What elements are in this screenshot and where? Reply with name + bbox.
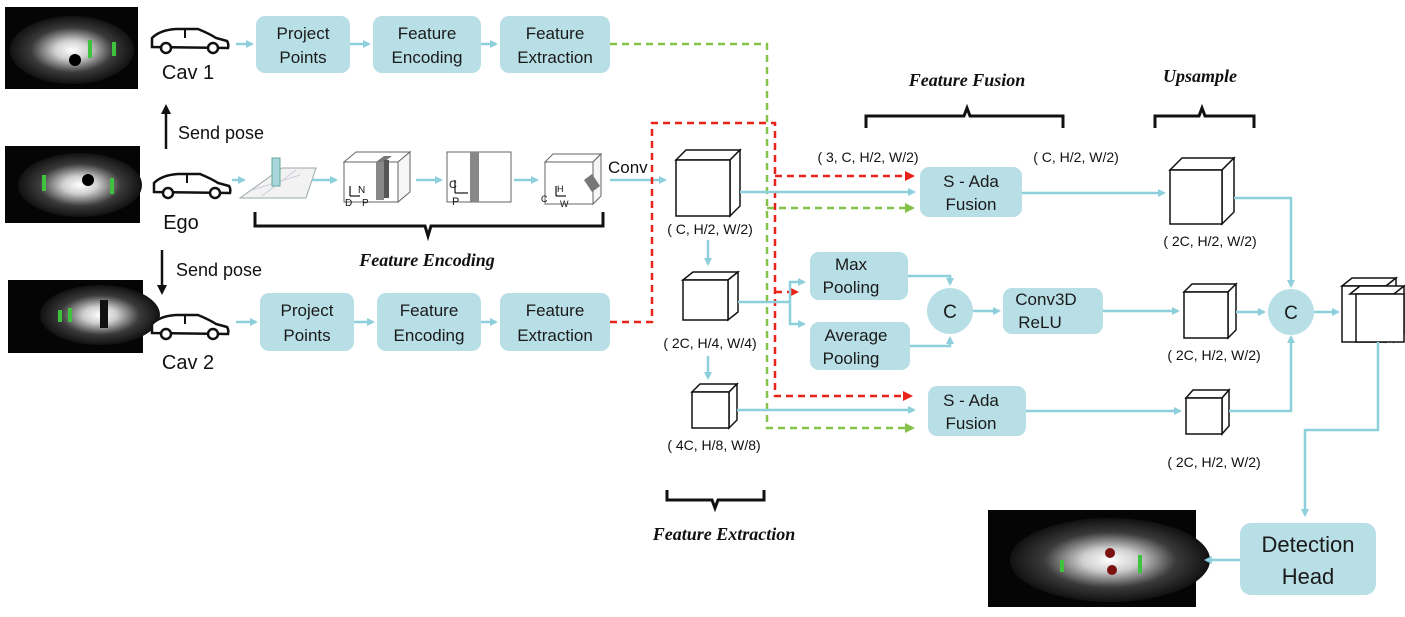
- axis-c-label: C: [449, 179, 457, 191]
- axis-w-label: W: [560, 199, 569, 209]
- upsample-cube-1: [1168, 156, 1236, 226]
- concat2-label: C: [1284, 303, 1298, 324]
- feature-extraction-label-cav2-l1: Feature: [526, 301, 585, 320]
- feature-extraction-box-cav1: [500, 16, 610, 73]
- project-points-label-cav1-l2: Points: [279, 48, 326, 67]
- axis-p2-label: P: [452, 196, 459, 208]
- cav2-label: Cav 2: [162, 352, 214, 374]
- point-grid-illustration: [238, 157, 317, 199]
- extraction-dim2: ( 2C, H/4, W/4): [663, 335, 756, 351]
- conv3d-relu-box: [1003, 288, 1103, 334]
- project-points-label-cav1-l1: Project: [277, 24, 330, 43]
- cube-c-h2-w2: [674, 148, 742, 218]
- concat-circle-2: [1268, 289, 1314, 335]
- feature-encoding-box-cav2: [377, 293, 481, 351]
- axis-p-label: P: [362, 198, 369, 209]
- lidar-image-cav1: [5, 7, 138, 89]
- pseudo-image-illustration: C H W: [541, 152, 603, 209]
- sada-top-l1: S - Ada: [943, 172, 999, 191]
- project-points-box-cav1: [256, 16, 350, 73]
- feature-encoding-label-cav2-l2: Encoding: [394, 326, 465, 345]
- sada-bottom-l2: Fusion: [945, 414, 996, 433]
- feature-extraction-brace: [665, 490, 766, 513]
- project-points-label-cav2-l1: Project: [281, 301, 334, 320]
- axis-h-label: H: [557, 184, 564, 194]
- upsample-cube-3: [1184, 388, 1231, 436]
- upsample-section-label: Upsample: [1163, 66, 1237, 86]
- axis-d-label: D: [345, 198, 352, 209]
- car-icon-ego: [152, 172, 232, 200]
- max-pooling-l2: Pooling: [823, 278, 880, 297]
- extraction-dim1: ( C, H/2, W/2): [667, 221, 753, 237]
- fusion-input-dim: ( 3, C, H/2, W/2): [817, 149, 918, 165]
- conv-label: Conv: [608, 158, 648, 177]
- pillar-tensor-illustration: D N P: [342, 150, 412, 209]
- upsample-cube-2: [1182, 282, 1238, 340]
- extraction-dim3: ( 4C, H/8, W/8): [667, 437, 760, 453]
- send-pose-down-label: Send pose: [176, 260, 262, 280]
- lidar-image-cav2: [8, 280, 160, 353]
- lidar-image-detection: [988, 510, 1210, 607]
- fusion-output-dim: ( C, H/2, W/2): [1033, 149, 1119, 165]
- axis-n-label: N: [358, 185, 365, 196]
- avg-pooling-l1: Average: [824, 326, 887, 345]
- concat-circle-1: [927, 288, 973, 334]
- upsample-dim1: ( 2C, H/2, W/2): [1163, 233, 1256, 249]
- green-path-main: [610, 42, 915, 433]
- feature-encoding-label-cav2-l1: Feature: [400, 301, 459, 320]
- sada-fusion-box-top: [920, 167, 1022, 217]
- feature-encoding-section-label: Feature Encoding: [358, 250, 495, 270]
- conv3d-l2: ReLU: [1018, 313, 1061, 332]
- ego-label: Ego: [163, 212, 199, 234]
- feature-extraction-section-label: Feature Extraction: [652, 524, 796, 544]
- red-path-main: [610, 121, 913, 401]
- detection-head-box: [1240, 523, 1376, 595]
- project-points-label-cav2-l2: Points: [283, 326, 330, 345]
- detection-head-l2: Head: [1282, 564, 1335, 589]
- upsample-dim3: ( 2C, H/2, W/2): [1167, 454, 1260, 470]
- project-points-box-cav2: [260, 293, 354, 351]
- feature-encoding-label-cav1-l2: Encoding: [392, 48, 463, 67]
- cube-4c-h8-w8: [690, 382, 739, 430]
- upsample-brace: [1153, 103, 1256, 128]
- detection-head-l1: Detection: [1262, 532, 1355, 557]
- feature-extraction-label-cav1-l1: Feature: [526, 24, 585, 43]
- upsample-dim2: ( 2C, H/2, W/2): [1167, 347, 1260, 363]
- car-icon-cav2: [150, 313, 230, 341]
- stacked-output-cube: [1339, 276, 1405, 344]
- feature-encoding-label-cav1-l1: Feature: [398, 24, 457, 43]
- concat1-label: C: [943, 302, 957, 323]
- cube-2c-h4-w4: [680, 270, 741, 322]
- sada-bottom-l1: S - Ada: [943, 391, 999, 410]
- max-pooling-l1: Max: [835, 255, 868, 274]
- feature-encoding-box-cav1: [373, 16, 481, 73]
- send-pose-up-label: Send pose: [178, 123, 264, 143]
- feature-fusion-brace: [864, 103, 1065, 128]
- sada-fusion-box-bottom: [928, 386, 1026, 436]
- channel-matrix-illustration: C P: [446, 151, 512, 208]
- conv3d-l1: Conv3D: [1015, 290, 1076, 309]
- feature-extraction-box-cav2: [500, 293, 610, 351]
- axis-c2-label: C: [541, 194, 548, 204]
- cav1-label: Cav 1: [162, 62, 214, 84]
- feature-extraction-label-cav1-l2: Extraction: [517, 48, 593, 67]
- feature-extraction-label-cav2-l2: Extraction: [517, 326, 593, 345]
- max-pooling-box: [810, 252, 908, 300]
- lidar-image-ego: [5, 146, 142, 223]
- feature-fusion-section-label: Feature Fusion: [908, 70, 1026, 90]
- feature-encoding-brace: [253, 212, 605, 242]
- average-pooling-box: [810, 322, 910, 370]
- avg-pooling-l2: Pooling: [823, 349, 880, 368]
- sada-top-l2: Fusion: [945, 195, 996, 214]
- car-icon-cav1: [150, 27, 230, 55]
